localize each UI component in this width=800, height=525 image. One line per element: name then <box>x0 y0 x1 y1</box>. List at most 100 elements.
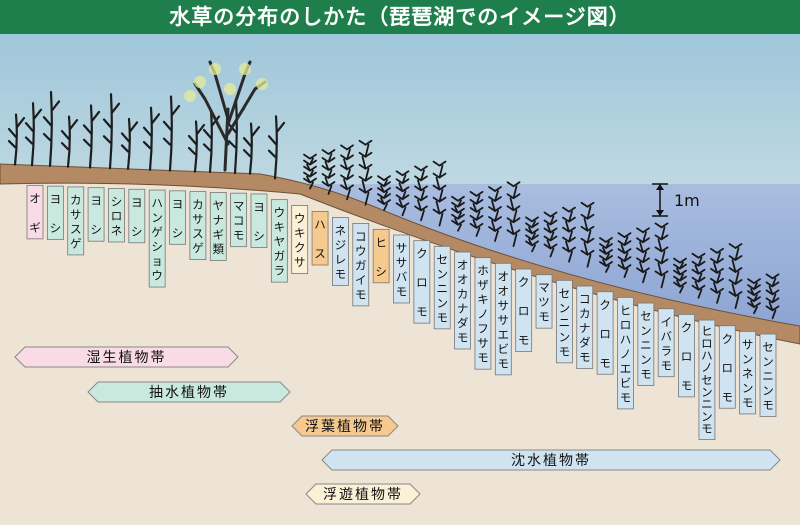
species-label-text: マツモ <box>538 281 550 324</box>
species-label: ヨ シ <box>87 187 105 242</box>
species-label-box <box>454 251 471 350</box>
species-label-text: センニンモ <box>762 340 774 412</box>
species-label-text: イバラモ <box>660 315 672 373</box>
zone-band-shape <box>291 415 399 437</box>
willow-foliage <box>224 83 236 95</box>
species-label-text: ウキヤガラ <box>274 206 286 278</box>
species-label-box <box>515 268 533 352</box>
willow-foliage <box>209 63 221 75</box>
species-label-text: コウガイモ <box>355 229 367 301</box>
species-label-box <box>433 245 451 330</box>
aquatic-weed <box>340 144 354 201</box>
aquatic-weed <box>432 160 447 227</box>
aquatic-weed <box>525 216 539 253</box>
species-label-box <box>535 274 553 329</box>
zone-band-shape <box>87 381 291 403</box>
species-label-box <box>413 240 431 324</box>
species-label: マツモ <box>535 274 553 329</box>
species-label-box <box>311 211 329 266</box>
species-label-box <box>474 257 492 370</box>
species-label-text: ホザキノフサモ <box>477 264 489 365</box>
species-label: マコモ <box>230 192 248 248</box>
species-label-box <box>576 285 594 369</box>
species-label-text: オ ギ <box>29 191 41 234</box>
aquatic-weed <box>636 227 650 284</box>
species-label-text: ヨ シ <box>90 194 102 237</box>
aquatic-weed <box>654 222 669 289</box>
aquatic-weed <box>321 149 336 195</box>
species-label-box <box>270 199 288 283</box>
species-label: ヒロハノエビモ <box>617 296 634 410</box>
aquatic-weed <box>395 170 410 217</box>
species-label: カサスゲ <box>189 191 207 261</box>
species-label-text: ササバモ <box>396 241 408 298</box>
reed-plant <box>60 115 79 168</box>
species-label: カサスゲ <box>67 186 85 256</box>
species-label-text: ヨ シ <box>172 197 184 240</box>
species-label-box <box>26 184 44 240</box>
species-label-text: ヤナギ類 <box>213 198 225 256</box>
species-label-box <box>189 191 207 261</box>
reed-plant <box>120 117 139 171</box>
species-label-box <box>494 262 512 376</box>
zone-band-label: 抽水植物帯 <box>149 385 229 401</box>
species-label: センニンモ <box>433 245 451 330</box>
species-label-box <box>46 185 64 241</box>
species-label: ヨ シ <box>169 190 186 245</box>
species-label-box <box>678 313 695 398</box>
species-label-box <box>128 188 146 244</box>
species-label-box <box>291 205 309 274</box>
species-label: ハ ス <box>311 211 329 266</box>
species-label-text: ハンゲショウ <box>151 196 163 283</box>
species-label-box <box>332 217 349 286</box>
species-label-text: ヒロハノエビモ <box>620 303 632 404</box>
species-label: ハンゲショウ <box>148 189 166 288</box>
reed-plant <box>7 113 26 166</box>
species-label: ヤナギ類 <box>209 191 227 261</box>
zone-band: 湿生植物帯 <box>14 346 239 368</box>
species-label: ヨ シ <box>250 193 268 248</box>
species-label-box <box>372 228 390 284</box>
species-label-box <box>637 302 655 386</box>
species-label-text: センニンモ <box>436 252 448 324</box>
species-label: オ ギ <box>26 184 44 240</box>
species-label-text: オオササエビモ <box>498 269 510 370</box>
species-label-text: ク ロ モ <box>681 320 693 392</box>
species-label-text: ヨ シ <box>131 195 143 238</box>
species-label-text: シロネ <box>111 195 123 238</box>
species-label-box <box>148 189 166 288</box>
species-label: ウキヤガラ <box>270 199 288 283</box>
zone-band: 抽水植物帯 <box>87 381 291 403</box>
species-label-text: センニンモ <box>640 309 652 381</box>
species-label-box <box>169 190 186 245</box>
zone-band: 沈水植物帯 <box>321 449 781 471</box>
aquatic-weed <box>728 243 743 309</box>
diagram-title: 水草の分布のしかた（琵琶湖でのイメージ図） <box>0 0 800 34</box>
species-label-box <box>230 192 248 248</box>
reed-plant <box>42 90 61 168</box>
species-label-box <box>739 331 757 415</box>
willow-foliage <box>184 90 196 102</box>
zone-band-shape <box>305 483 421 505</box>
reed-plant <box>187 120 206 173</box>
species-label: オオカナダモ <box>454 251 471 350</box>
species-label: ヨ シ <box>128 188 146 244</box>
species-label: オオササエビモ <box>494 262 512 376</box>
aquatic-weed <box>414 165 428 222</box>
species-label: ネジレモ <box>332 217 349 286</box>
species-label-text: ヒ シ <box>375 235 387 278</box>
species-label-box <box>108 188 125 243</box>
species-label-box <box>393 234 410 304</box>
species-label-box <box>352 222 370 307</box>
aquatic-weed <box>747 278 761 315</box>
species-label-text: ク ロ モ <box>416 247 428 319</box>
species-label-box <box>718 325 736 409</box>
species-label-text: ヨ シ <box>50 192 62 235</box>
species-label-box <box>67 186 85 256</box>
species-label-text: マコモ <box>233 199 245 242</box>
species-label-box <box>87 187 105 242</box>
species-label-box <box>555 279 573 364</box>
species-label: コウガイモ <box>352 222 370 307</box>
